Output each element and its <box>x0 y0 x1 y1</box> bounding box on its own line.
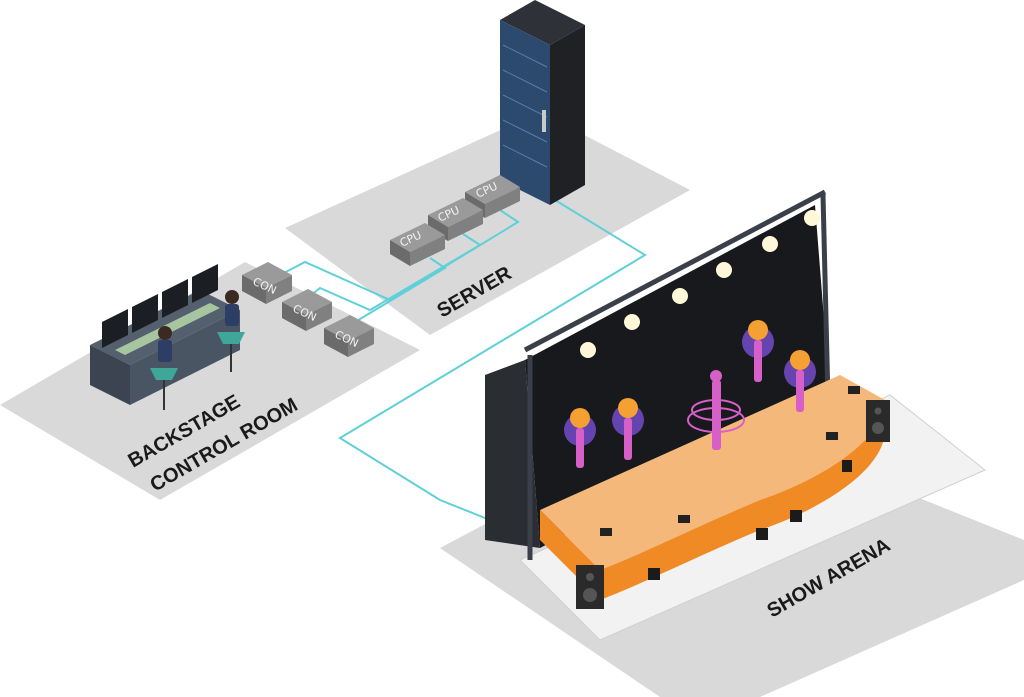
cable-cpu2-to-con2 <box>304 231 482 312</box>
operator-2 <box>217 290 245 372</box>
con-box-2: CON <box>282 289 332 331</box>
spotlight <box>624 314 640 330</box>
dancer <box>784 350 816 412</box>
spotlight <box>716 262 732 278</box>
dancer <box>564 408 596 468</box>
spotlight <box>672 288 688 304</box>
stage-lights <box>580 210 820 358</box>
dancer-with-hoops <box>687 370 745 450</box>
stage-front <box>540 400 885 600</box>
monitor <box>192 264 218 303</box>
floor-light <box>678 515 690 523</box>
monitor <box>132 294 158 333</box>
chair <box>217 332 245 344</box>
cable-rack-to-arena <box>338 199 647 521</box>
con-box-3: CON <box>324 315 374 357</box>
con-box-1: CON <box>242 262 292 304</box>
stage-vent <box>842 460 852 472</box>
monitor <box>102 309 128 348</box>
backdrop-side-wall <box>485 360 540 548</box>
stage-backdrop <box>525 205 830 548</box>
rack-handle <box>542 110 546 132</box>
dancer <box>742 320 774 382</box>
rack-units <box>502 44 548 168</box>
floor-light <box>848 386 860 394</box>
chair <box>150 368 178 380</box>
floor-light <box>600 528 612 536</box>
stage-floor <box>540 375 885 570</box>
spotlight <box>762 236 778 252</box>
stage-vent <box>756 528 768 540</box>
speaker-left <box>576 565 604 609</box>
stage-vent <box>648 568 660 580</box>
stage-vent <box>790 510 802 522</box>
lighting-truss <box>523 189 831 560</box>
server-room-floor <box>285 112 690 335</box>
spotlight <box>580 342 596 358</box>
monitor <box>162 279 188 318</box>
operator-1 <box>150 326 178 410</box>
stage <box>485 189 885 600</box>
dancer <box>612 398 644 460</box>
floor-light <box>826 432 838 440</box>
cpu-box-3: CPU <box>390 223 445 266</box>
spotlight <box>804 210 820 226</box>
speaker-right <box>866 400 890 442</box>
server-rack <box>500 0 585 205</box>
